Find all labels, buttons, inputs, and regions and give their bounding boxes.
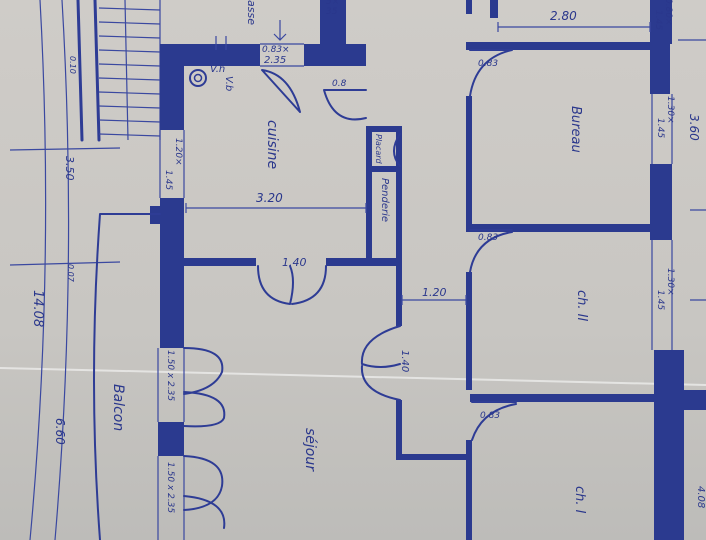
wall-right-d <box>654 350 684 540</box>
window-ch2-a: 1.30× <box>665 268 675 296</box>
wall-kitchen-bottom-b <box>326 258 398 266</box>
doors <box>183 49 517 529</box>
dim-350: 3.50 <box>63 156 76 181</box>
window-kitchen-b: 1.45 <box>163 170 173 190</box>
wall-bureau-bottom <box>466 224 656 232</box>
room-label-bureau: Bureau <box>568 106 583 153</box>
left-dimension-lines <box>9 0 121 540</box>
dim-280: 2.80 <box>550 9 577 23</box>
dim-1408: 14.08 <box>30 290 45 327</box>
room-label-ch1: ch. I <box>572 486 587 514</box>
wall-left-lower <box>158 422 184 456</box>
dim-360: 3.60 <box>687 114 701 141</box>
dim-140-sejour: 1.40 <box>399 350 410 372</box>
wall-bureau-top <box>466 42 656 50</box>
room-label-terrasse: asse <box>245 0 258 25</box>
window-kitchen-top-a: 0.83× <box>262 45 290 55</box>
window-kitchen-top-b: 2.35 <box>264 55 286 66</box>
window-top-left-a: 5× <box>326 0 339 7</box>
wall-top-stub <box>490 0 498 18</box>
symbol-vh: V.h <box>210 64 225 75</box>
wall-kitchen-bottom-a <box>184 258 256 266</box>
room-label-cuisine: cuisine <box>264 120 280 169</box>
staircase <box>76 0 161 142</box>
wall-penderie-left <box>366 126 372 264</box>
edge-right-dim: 4.08 <box>695 486 706 508</box>
symbol-vb: V.b <box>223 76 234 91</box>
wall-right-a <box>650 0 672 44</box>
wall-corridor-lower <box>396 400 402 458</box>
balcony-outline <box>93 213 161 540</box>
wall-placard-divider <box>372 166 400 172</box>
wall-right-b <box>650 44 670 94</box>
room-label-penderie: Penderie <box>379 178 390 222</box>
dim-08: 0.8 <box>332 79 347 89</box>
wall-right-c <box>650 164 672 240</box>
wall-placard-top <box>366 126 400 132</box>
dim-140-kitchen: 1.40 <box>282 256 307 269</box>
window-top-left-b: 35 <box>326 7 338 17</box>
window-top-right-b: 1.45 <box>653 10 663 30</box>
window-ch2-b: 1.45 <box>655 290 665 310</box>
dim-120: 1.20 <box>422 286 447 299</box>
dim-007: 0.07 <box>66 264 75 283</box>
room-label-ch2: ch. II <box>574 290 589 321</box>
wall-ch2-bottom <box>470 394 658 402</box>
wall-shaft <box>320 0 346 66</box>
window-bureau-b: 1.45 <box>655 118 665 138</box>
dimension-lines <box>185 20 706 305</box>
window-sejour-a: 1.50 x 2.35 <box>165 350 175 401</box>
labels: cuisine Bureau ch. II ch. I séjour Balco… <box>30 0 706 514</box>
window-bureau-a: 1.30× <box>665 96 675 124</box>
dim-083-ch2: 0.83 <box>478 233 498 243</box>
wall-top-kitchen <box>160 44 260 66</box>
dim-083-bureau: 0.83 <box>478 59 498 69</box>
room-label-placard: Placard <box>374 134 383 165</box>
window-kitchen-a: 1.20× <box>173 138 183 166</box>
dim-320: 3.20 <box>256 191 283 205</box>
wall-spine-ch2 <box>466 272 472 390</box>
vent-high-symbol <box>189 69 207 87</box>
wall-penderie-right <box>396 126 402 326</box>
room-label-balcon: Balcon <box>110 384 126 431</box>
wall-right-e <box>684 390 706 410</box>
wall-spine-ch1 <box>466 440 472 540</box>
wall-spine-top <box>466 0 472 14</box>
walls <box>150 0 706 540</box>
window-sejour-b: 1.50 x 2.35 <box>165 462 175 513</box>
window-top-right-a: 0.80× <box>663 0 673 26</box>
room-label-sejour: séjour <box>302 428 318 472</box>
wall-sejour-right <box>396 454 472 460</box>
paper-fold <box>0 367 706 386</box>
dim-010: 0.10 <box>68 56 77 74</box>
window-openings <box>157 43 673 540</box>
dim-660: 6.60 <box>53 418 67 445</box>
wall-spine-bureau <box>466 96 472 230</box>
dim-083-ch1: 0.83 <box>480 411 500 421</box>
